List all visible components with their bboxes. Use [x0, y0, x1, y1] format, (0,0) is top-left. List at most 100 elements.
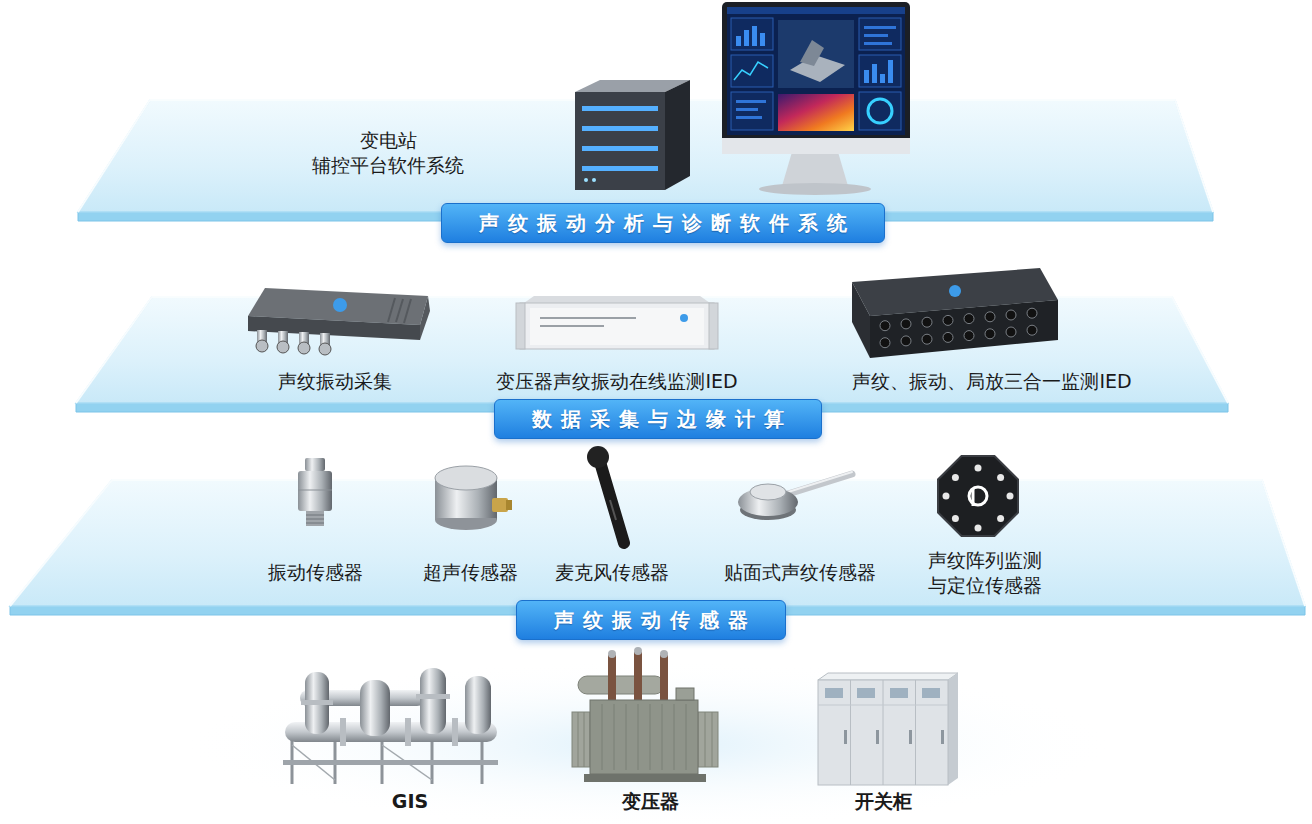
combo-ied-part — [870, 300, 1058, 358]
monitor-icon-part — [752, 26, 757, 46]
layer-tab: 数据采集与边缘计算 — [494, 399, 822, 439]
server-icon-part — [582, 146, 658, 151]
monitor-icon-part — [722, 138, 910, 154]
gis-equipment-part — [452, 718, 458, 746]
switchgear-equipment-part — [850, 680, 851, 785]
component-label: 声纹阵列监测 与定位传感器 — [918, 548, 1052, 597]
rack-ied-part — [540, 317, 636, 319]
acquisition-device-part — [319, 343, 331, 355]
gis-equipment-part — [405, 718, 411, 746]
transformer-equipment-part — [626, 704, 627, 770]
transformer-equipment-part — [712, 712, 713, 767]
monitor-icon-part — [868, 99, 892, 123]
switchgear-equipment-part — [818, 680, 948, 785]
transformer-equipment — [572, 647, 718, 782]
monitor-icon-part — [760, 33, 765, 46]
combo-ied-part — [880, 321, 890, 331]
component-label: 变电站 辅控平台软件系统 — [302, 128, 474, 177]
transformer-equipment-part — [674, 704, 675, 770]
equipment-name: 开关柜 — [855, 789, 912, 814]
label-box: 振动传感器 — [268, 560, 363, 585]
acquisition-device-part — [420, 296, 430, 340]
combo-ied — [852, 268, 1058, 358]
layer-title: 声纹振动分析与诊断软件系统 — [479, 213, 856, 233]
vibration-sensor-part — [306, 511, 324, 526]
switchgear-equipment-part — [857, 688, 875, 698]
glass-platform — [8, 478, 1307, 619]
combo-ied-part — [985, 312, 995, 322]
contact-acoustic-sensor-part — [750, 484, 786, 500]
transformer-equipment-part — [584, 774, 706, 782]
switchgear-equipment-part — [818, 673, 958, 680]
monitor-icon-part — [864, 42, 892, 45]
gis-equipment-part — [416, 694, 450, 699]
combo-ied-part — [943, 332, 953, 342]
transformer-equipment-part — [584, 712, 585, 767]
monitor-icon-part — [736, 36, 741, 46]
label-box: 变压器 — [622, 789, 679, 814]
gis-equipment-part — [291, 735, 294, 784]
monitor-icon-part — [864, 34, 888, 37]
equipment-name: 变压器 — [622, 789, 679, 814]
server-icon-part — [665, 80, 690, 190]
label-box: GIS — [392, 789, 428, 814]
switchgear-equipment-part — [818, 705, 948, 706]
monitor-icon-part — [859, 55, 901, 87]
acquisition-device-part — [277, 341, 289, 353]
monitor-icon-part — [722, 2, 910, 154]
combo-ied-part — [1006, 310, 1016, 320]
array-sensor-part — [975, 465, 982, 472]
switchgear-equipment-part — [948, 673, 958, 785]
label-box: 开关柜 — [855, 789, 912, 814]
combo-ied-part — [901, 319, 911, 329]
gis-equipment-part — [420, 668, 446, 734]
transformer-equipment-part — [634, 652, 642, 701]
monitor-icon-part — [744, 30, 749, 46]
monitor-icon-part — [859, 18, 901, 50]
ultrasonic-sensor-part — [492, 498, 508, 512]
array-sensor-part — [952, 474, 959, 481]
label-box: 变电站 辅控平台软件系统 — [302, 128, 474, 177]
equipment-name: GIS — [392, 789, 428, 814]
server-icon-part — [582, 126, 658, 131]
monitor-icon-part — [736, 116, 762, 119]
transformer-equipment-part — [608, 650, 616, 658]
rack-ied-part — [516, 303, 525, 349]
server-icon-part — [582, 106, 658, 111]
label-box: 变压器声纹振动在线监测IED — [496, 369, 737, 394]
transformer-equipment-part — [686, 704, 687, 770]
switchgear-equipment-part — [844, 730, 847, 744]
acquisition-device-part — [388, 298, 395, 322]
monitor-icon-part — [782, 152, 848, 186]
transformer-equipment-part — [590, 700, 698, 774]
transformer-equipment-part — [614, 704, 615, 770]
label-box: 麦克风传感器 — [555, 560, 669, 585]
transformer-equipment-part — [662, 704, 663, 770]
transformer-equipment-part — [638, 704, 639, 770]
gis-equipment — [283, 668, 498, 784]
vibration-sensor-part — [306, 519, 324, 520]
ground-glow — [180, 660, 1120, 824]
array-sensor-part — [997, 474, 1004, 481]
rack-ied — [516, 296, 718, 349]
switchgear-equipment — [818, 673, 958, 785]
acquisition-device-part — [404, 299, 411, 323]
contact-acoustic-sensor-part — [788, 474, 852, 494]
combo-ied-part — [985, 329, 995, 339]
vibration-sensor-part — [298, 490, 332, 491]
combo-ied-part — [880, 338, 890, 348]
monitor-icon-part — [731, 92, 773, 130]
gis-equipment-part — [301, 700, 333, 705]
array-sensor — [938, 456, 1018, 536]
switchgear-equipment-part — [890, 688, 908, 698]
switchgear-equipment-part — [922, 688, 940, 698]
monitor-icon-part — [727, 7, 905, 135]
array-sensor-part — [952, 515, 959, 522]
gis-equipment-part — [481, 735, 484, 784]
microphone-sensor-part — [587, 446, 609, 468]
microphone-sensor — [587, 446, 624, 543]
acquisition-device-part — [396, 299, 403, 322]
ultrasonic-sensor-part — [435, 466, 497, 490]
monitor-icon-part — [759, 183, 871, 195]
transformer-equipment-part — [578, 712, 579, 767]
